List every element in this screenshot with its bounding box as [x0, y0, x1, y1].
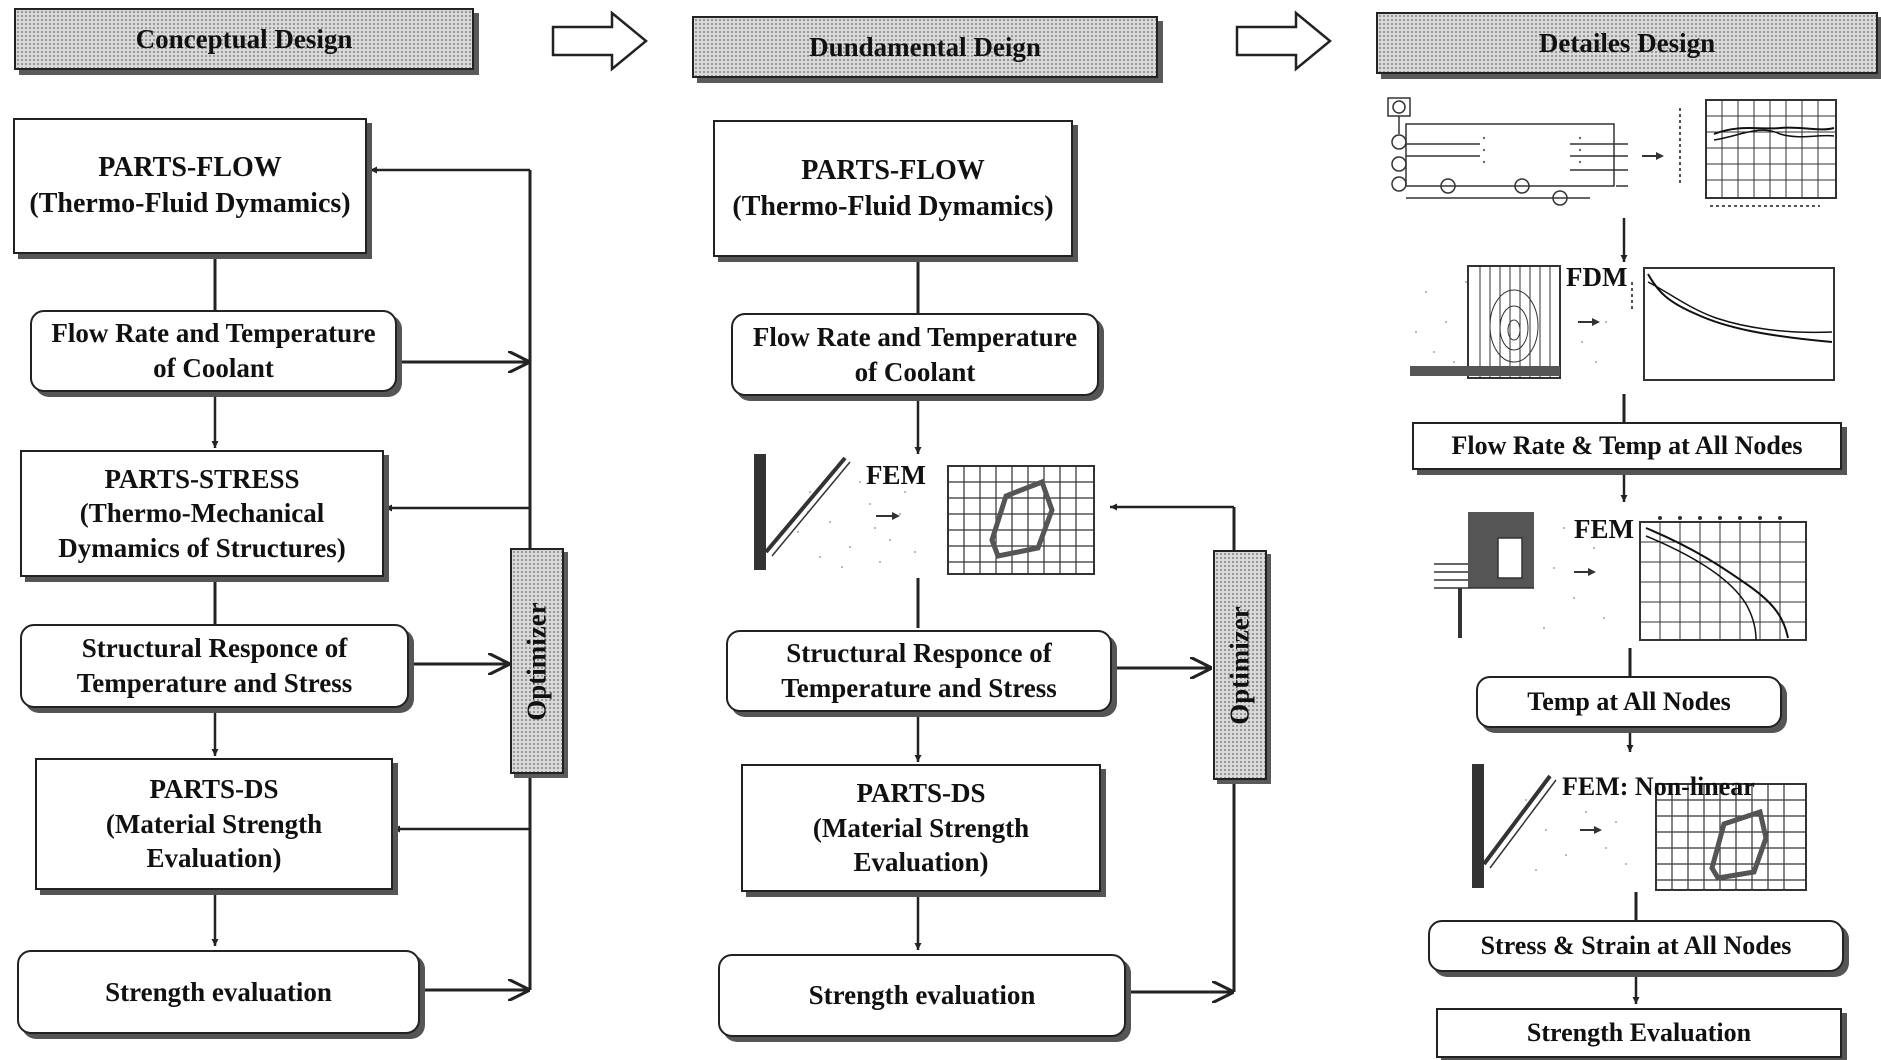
flow-temp-nodes-label: Flow Rate & Temp at All Nodes	[1451, 431, 1803, 461]
response-line-1: Structural Responce of	[786, 638, 1052, 669]
fundamental-strength-box: Strength evaluation	[718, 954, 1126, 1037]
phase-arrow-1	[551, 10, 648, 72]
response-line-1: Structural Responce of	[81, 633, 348, 664]
conceptual-parts-stress-box: PARTS-STRESS (Thermo-Mechanical Dymamics…	[20, 450, 384, 577]
fundamental-parts-ds-box: PARTS-DS (Material Strength Evaluation)	[741, 764, 1101, 892]
fundamental-parts-flow-box: PARTS-FLOW (Thermo-Fluid Dymamics)	[713, 120, 1073, 257]
detailed-strength-box: Strength Evaluation	[1436, 1008, 1842, 1058]
conceptual-strength-box: Strength evaluation	[17, 950, 420, 1034]
coolant-line-1: Flow Rate and Temperature	[752, 321, 1078, 352]
flow-network-figure	[1387, 97, 1837, 207]
parts-stress-title: PARTS-STRESS	[104, 463, 300, 494]
phase-title-detailed: Detailes Design	[1538, 27, 1716, 58]
phase-header-conceptual: Conceptual Design	[14, 8, 474, 70]
parts-flow-subtitle: (Thermo-Fluid Dymamics)	[29, 188, 351, 219]
parts-ds-line-2: (Material Strength	[812, 812, 1030, 843]
coolant-line-2: of Coolant	[153, 353, 274, 383]
strength-evaluation-label: Strength Evaluation	[1526, 1018, 1752, 1048]
phase-header-fundamental: Dundamental Deign	[692, 16, 1158, 78]
detailed-stress-strain-box: Stress & Strain at All Nodes	[1428, 920, 1844, 972]
fem-nonlinear-label: FEM: Non-linear	[1562, 772, 1755, 801]
fem-model-figure	[754, 454, 1095, 575]
parts-stress-line-2: (Thermo-Mechanical	[79, 498, 325, 529]
optimizer-label: Optimizer	[1224, 605, 1255, 725]
parts-ds-line-2: (Material Strength	[105, 808, 323, 839]
fundamental-optimizer-box: Optimizer	[1213, 550, 1267, 780]
strength-evaluation-label: Strength evaluation	[808, 980, 1036, 1011]
fem-label: FEM	[1574, 514, 1634, 544]
phase-header-detailed: Detailes Design	[1376, 12, 1878, 74]
fundamental-coolant-box: Flow Rate and Temperature of Coolant	[731, 313, 1099, 396]
fem-nonlinear-figure	[1472, 764, 1807, 891]
parts-ds-title: PARTS-DS	[856, 778, 986, 809]
parts-ds-line-3: Evaluation)	[146, 843, 282, 874]
conceptual-parts-flow-box: PARTS-FLOW (Thermo-Fluid Dymamics)	[13, 118, 367, 254]
response-line-2: Temperature and Stress	[781, 673, 1057, 703]
parts-flow-title: PARTS-FLOW	[98, 152, 282, 184]
fem-label: FEM	[866, 460, 926, 490]
parts-ds-line-3: Evaluation)	[853, 847, 989, 878]
phase-arrow-2	[1235, 10, 1332, 72]
optimizer-label: Optimizer	[521, 601, 552, 721]
strength-evaluation-label: Strength evaluation	[105, 976, 332, 1007]
parts-ds-title: PARTS-DS	[149, 774, 279, 805]
parts-flow-subtitle: (Thermo-Fluid Dymamics)	[732, 190, 1054, 222]
temp-nodes-label: Temp at All Nodes	[1527, 687, 1731, 717]
stress-strain-nodes-label: Stress & Strain at All Nodes	[1480, 931, 1792, 961]
fem-temperature-figure	[1434, 512, 1807, 641]
parts-flow-title: PARTS-FLOW	[801, 154, 985, 186]
coolant-line-1: Flow Rate and Temperature	[51, 318, 376, 349]
conceptual-optimizer-box: Optimizer	[510, 548, 564, 774]
detailed-temp-nodes-box: Temp at All Nodes	[1476, 676, 1782, 728]
conceptual-coolant-box: Flow Rate and Temperature of Coolant	[30, 310, 397, 392]
parts-stress-line-3: Dymamics of Structures)	[58, 532, 346, 563]
phase-title-conceptual: Conceptual Design	[135, 23, 353, 54]
phase-title-fundamental: Dundamental Deign	[809, 31, 1041, 62]
conceptual-response-box: Structural Responce of Temperature and S…	[20, 624, 409, 708]
response-line-2: Temperature and Stress	[76, 668, 353, 698]
fdm-model-figure	[1410, 265, 1835, 381]
fdm-label: FDM	[1566, 262, 1628, 292]
detailed-flow-temp-box: Flow Rate & Temp at All Nodes	[1412, 422, 1842, 470]
conceptual-parts-ds-box: PARTS-DS (Material Strength Evaluation)	[35, 758, 393, 890]
fundamental-response-box: Structural Responce of Temperature and S…	[726, 630, 1112, 712]
coolant-line-2: of Coolant	[854, 356, 976, 387]
